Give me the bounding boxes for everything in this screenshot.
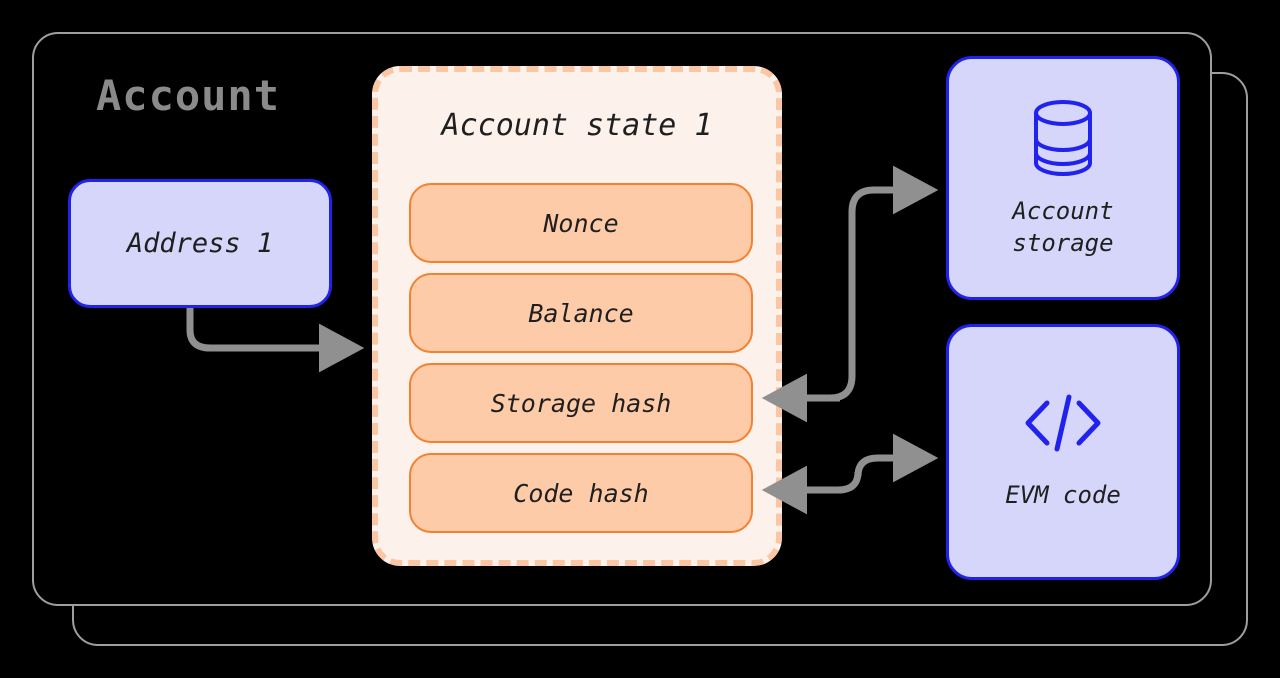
- field-storage-hash-label: Storage hash: [490, 388, 672, 418]
- evm-code-label-line1: EVM code: [1005, 480, 1121, 509]
- account-storage-label-line1: Account: [1012, 196, 1114, 225]
- field-nonce[interactable]: Nonce: [409, 183, 753, 263]
- field-code-hash[interactable]: Code hash: [409, 453, 753, 533]
- account-state-card: Account state 1 Nonce Balance Storage ha…: [372, 66, 782, 566]
- account-state-title: Account state 1: [441, 108, 713, 143]
- account-storage-label: Account storage: [1012, 195, 1113, 260]
- address-label: Address 1: [126, 228, 274, 259]
- code-brackets-icon: [1020, 393, 1106, 453]
- field-code-hash-label: Code hash: [513, 478, 649, 508]
- database-icon: [1029, 97, 1097, 179]
- field-nonce-label: Nonce: [543, 208, 619, 238]
- field-balance-label: Balance: [528, 298, 634, 328]
- evm-code-box[interactable]: EVM code: [946, 324, 1180, 580]
- account-storage-box[interactable]: Account storage: [946, 56, 1180, 300]
- field-storage-hash[interactable]: Storage hash: [409, 363, 753, 443]
- account-storage-label-line2: storage: [1012, 229, 1114, 257]
- address-box[interactable]: Address 1: [68, 179, 332, 308]
- evm-code-label: EVM code: [1005, 479, 1121, 511]
- page-title: Account: [96, 71, 281, 120]
- field-balance[interactable]: Balance: [409, 273, 753, 353]
